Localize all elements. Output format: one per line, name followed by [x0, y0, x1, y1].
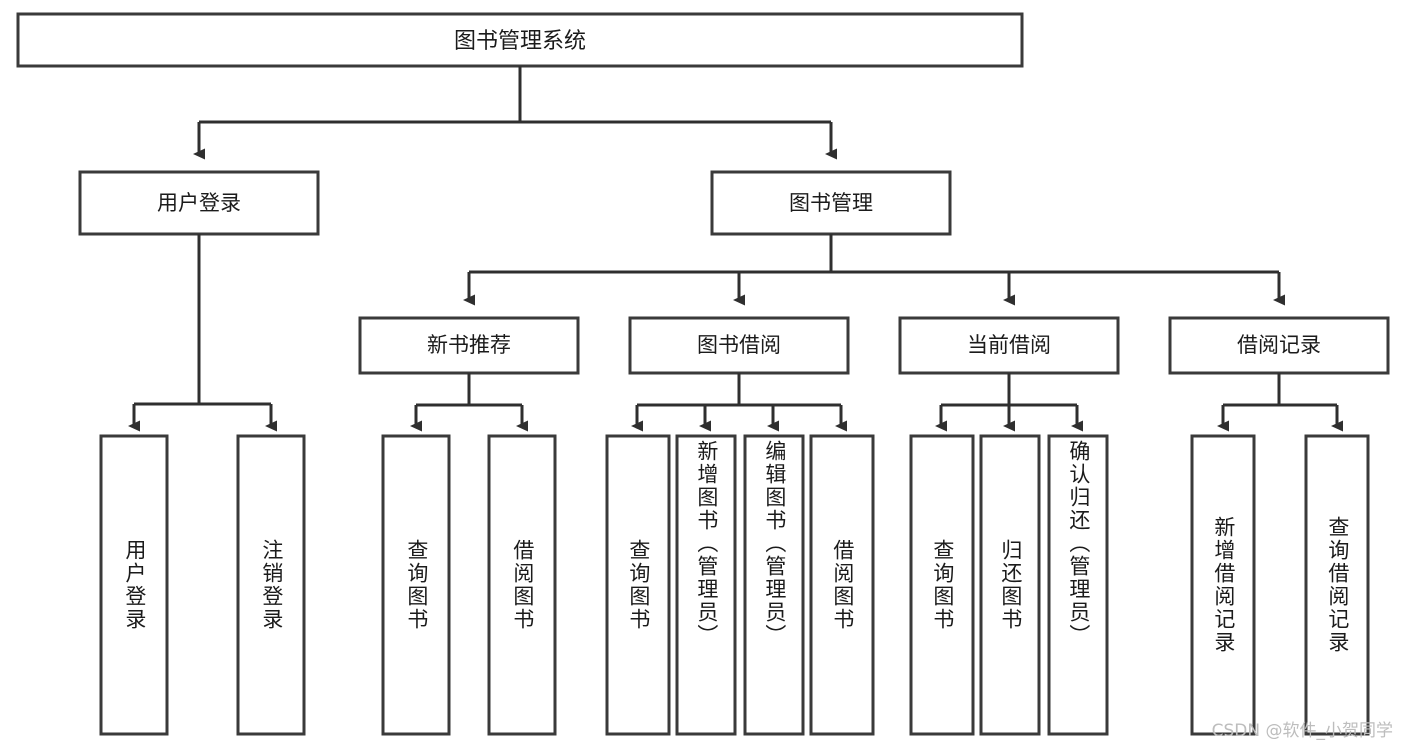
- leaf-new-book-2[interactable]: [487, 434, 557, 736]
- node-root-label: 图书管理系统: [454, 29, 586, 54]
- node-root[interactable]: [16, 12, 1024, 68]
- leaf-borrow-record-1[interactable]: [1190, 434, 1256, 736]
- node-user-login-label: 用户登录: [157, 191, 241, 215]
- leaf-current-borrow-2[interactable]: [979, 434, 1041, 736]
- leaf-user-login-1[interactable]: [99, 434, 169, 736]
- leaf-book-borrow-2[interactable]: [675, 434, 737, 736]
- leaf-book-borrow-1[interactable]: [605, 434, 671, 736]
- node-book-manage[interactable]: [710, 170, 952, 236]
- node-current-borrow[interactable]: [898, 316, 1120, 375]
- leaf-borrow-record-2[interactable]: [1304, 434, 1370, 736]
- leaf-new-book-1[interactable]: [381, 434, 451, 736]
- node-borrow-record-label: 借阅记录: [1237, 333, 1321, 357]
- node-book-borrow[interactable]: [628, 316, 850, 375]
- csdn-watermark: CSDN @软件_小贺同学: [1211, 721, 1393, 741]
- node-book-borrow-label: 图书借阅: [697, 333, 781, 357]
- leaf-book-borrow-3[interactable]: [743, 434, 805, 736]
- node-new-book-recommend[interactable]: [358, 316, 580, 375]
- leaf-user-login-2[interactable]: [236, 434, 306, 736]
- leaf-current-borrow-3[interactable]: [1047, 434, 1109, 736]
- node-book-manage-label: 图书管理: [789, 191, 873, 215]
- node-borrow-record[interactable]: [1168, 316, 1390, 375]
- leaf-current-borrow-1[interactable]: [909, 434, 975, 736]
- node-new-book-recommend-label: 新书推荐: [427, 333, 511, 357]
- leaf-book-borrow-4[interactable]: [809, 434, 875, 736]
- node-current-borrow-label: 当前借阅: [967, 333, 1051, 357]
